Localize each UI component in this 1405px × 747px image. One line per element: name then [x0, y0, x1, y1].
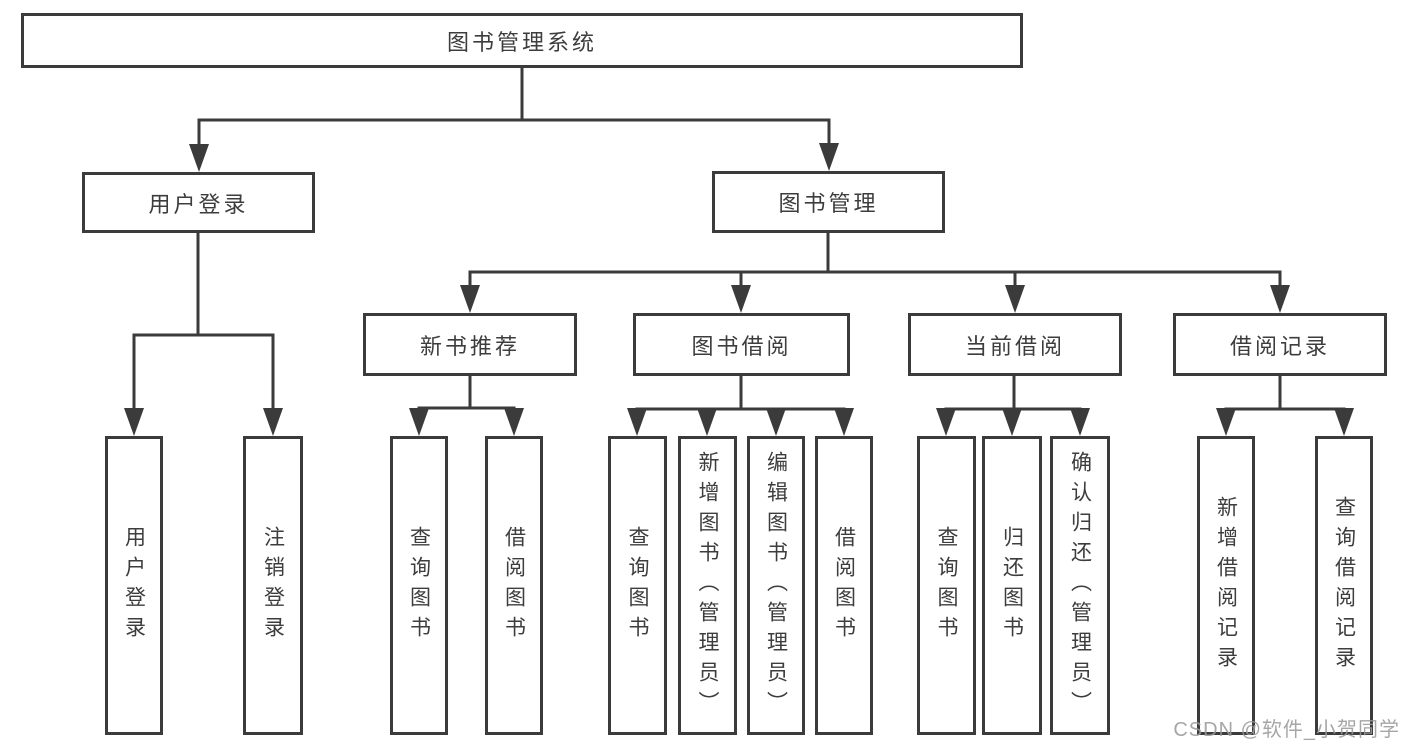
node-label: 借阅图书	[832, 525, 856, 646]
node-label: 图书借阅	[691, 333, 792, 359]
node-leaf-confirm-return-admin: 确认归还（管理员）	[1050, 436, 1110, 735]
node-label: 新增借阅记录	[1214, 495, 1238, 676]
node-label: 新增图书（管理员）	[696, 450, 719, 721]
node-book-management: 图书管理	[712, 171, 945, 233]
node-leaf-logout: 注销登录	[243, 436, 303, 735]
node-label: 查询图书	[935, 525, 958, 646]
node-label: 编辑图书（管理员）	[764, 450, 788, 721]
node-label: 图书管理	[778, 191, 879, 216]
node-label: 查询图书	[626, 525, 649, 646]
node-label: 归还图书	[1000, 525, 1024, 646]
csdn-watermark: CSDN @软件_小贺同学	[1173, 719, 1400, 741]
node-label: 确认归还（管理员）	[1068, 450, 1092, 721]
node-leaf-return-books: 归还图书	[982, 436, 1042, 735]
node-current-borrowing: 当前借阅	[908, 313, 1122, 376]
node-leaf-query-borrow-record: 查询借阅记录	[1315, 436, 1373, 735]
node-book-borrowing: 图书借阅	[633, 313, 850, 376]
node-leaf-add-book-admin: 新增图书（管理员）	[678, 436, 737, 735]
node-leaf-borrow-books-2: 借阅图书	[815, 436, 873, 735]
node-label: 用户登录	[148, 191, 249, 217]
node-label: 借阅记录	[1229, 333, 1330, 359]
node-label: 新书推荐	[419, 333, 520, 359]
node-leaf-query-books-2: 查询图书	[608, 436, 667, 735]
node-borrowing-records: 借阅记录	[1173, 313, 1387, 376]
node-user-login: 用户登录	[82, 172, 315, 233]
node-leaf-edit-book-admin: 编辑图书（管理员）	[747, 436, 805, 735]
node-library-management-system: 图书管理系统	[21, 13, 1023, 68]
node-label: 图书管理系统	[446, 29, 597, 55]
node-label: 当前借阅	[964, 333, 1065, 359]
node-label: 注销登录	[261, 525, 285, 646]
node-label: 查询图书	[407, 525, 431, 646]
node-leaf-add-borrow-record: 新增借阅记录	[1197, 436, 1255, 735]
node-label: 查询借阅记录	[1332, 495, 1356, 676]
node-leaf-user-login: 用户登录	[105, 436, 163, 735]
node-leaf-borrow-books-1: 借阅图书	[485, 436, 543, 735]
node-leaf-query-books-1: 查询图书	[390, 436, 448, 735]
node-leaf-query-books-3: 查询图书	[917, 436, 976, 735]
node-label: 用户登录	[122, 525, 146, 646]
node-label: 借阅图书	[502, 525, 526, 646]
node-new-book-recommendation: 新书推荐	[363, 313, 577, 376]
